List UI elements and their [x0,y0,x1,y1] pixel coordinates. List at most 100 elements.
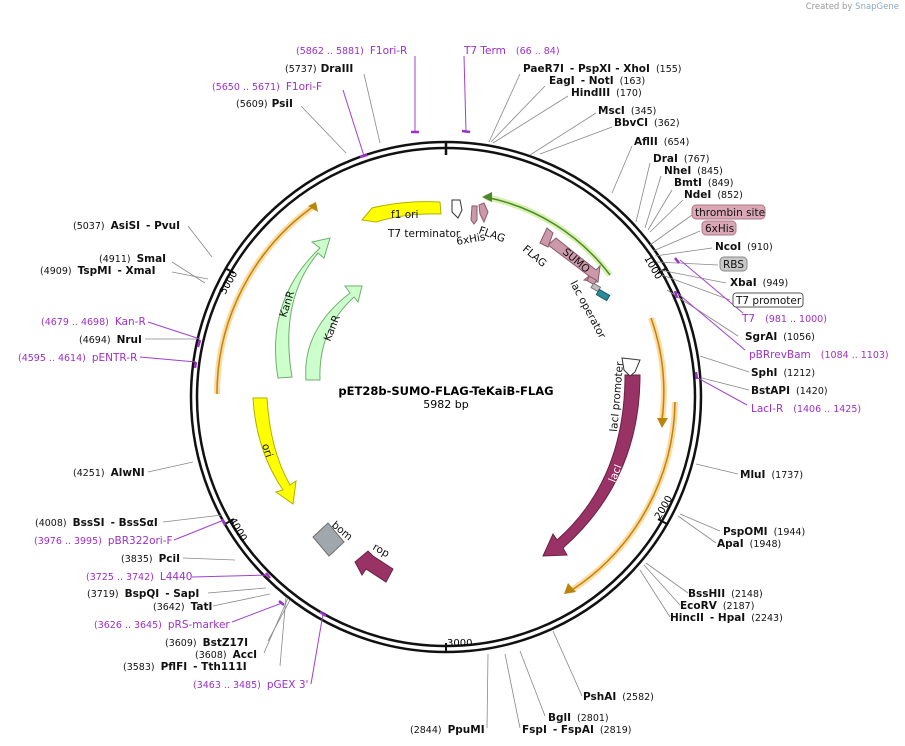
feature-his[interactable] [470,205,478,225]
primer-pgex-3[interactable]: (3463 .. 3485)pGEX 3' [193,679,308,691]
box-t7-promoter[interactable] [732,292,804,308]
feature-rop[interactable] [354,550,394,583]
kan-arc-left [216,205,315,395]
primer-f1ori-f[interactable]: (5650 .. 5671)F1ori-F [212,81,322,93]
enzyme-asisi[interactable]: (5037)AsiSI- PvuI [73,220,180,232]
feature-laci[interactable] [542,374,641,557]
enzyme-pcii[interactable]: (3835)PciI [121,553,180,565]
primer-l4440[interactable]: (3725 .. 3742)L4440 [86,571,192,583]
feature-kanr-inner[interactable] [305,285,363,381]
feature-label-his: 6xHis [455,231,486,248]
box-label-t7-promoter: T7 promoter [735,295,802,307]
enzyme-pspomi[interactable]: PspOMI(1944) [723,526,805,538]
primer-leaders [139,55,748,685]
enzyme-ecorv[interactable]: EcoRV(2187) [680,600,754,612]
enzyme-bmti[interactable]: BmtI(849) [674,177,733,189]
enzyme-bspqi[interactable]: (3719)BspQI- SapI [87,588,199,600]
primer-t7-term[interactable]: T7 Term(66 .. 84) [463,45,560,57]
primer-kan-r[interactable]: (4679 .. 4698)Kan-R [41,316,146,328]
arrowhead-rightlow [564,583,576,594]
primer-t7[interactable]: T7(981 .. 1000) [741,313,827,325]
enzyme-fspi[interactable]: FspI- FspAI(2819) [522,724,631,736]
primer-pbrrevbam[interactable]: pBRrevBam(1084 .. 1103) [749,349,889,361]
enzyme-nrui[interactable]: (4694)NruI [79,334,142,346]
arrowhead-top [482,192,492,202]
enzyme-bstz17i[interactable]: (3609)BstZ17I [165,637,248,649]
arrowhead-left [308,202,318,212]
enzyme-ndei[interactable]: NdeI(852) [684,189,743,201]
laci-arc-right [650,317,665,421]
enzyme-msci[interactable]: MscI(345) [598,105,656,117]
enzyme-acci[interactable]: (3608)AccI [195,649,257,661]
enzyme-xbai[interactable]: XbaI(949) [730,277,788,289]
enzyme-bsshii[interactable]: BssHII(2148) [688,588,763,600]
enzyme-tspmi[interactable]: (4909)TspMI- XmaI [40,265,156,277]
enzyme-ppumi[interactable]: (2844)PpuMI [410,724,485,736]
enzyme-ncoi[interactable]: NcoI(910) [715,241,773,253]
tick-label-5000: 5000 [218,269,240,297]
tick-2000-mark [657,518,668,525]
tick-5000-mark [224,267,235,274]
sumo-arc-top [484,196,611,276]
enzyme-hindiii[interactable]: HindIII(170) [571,87,642,99]
primer-laci-r[interactable]: LacI-R(1406 .. 1425) [751,403,861,415]
box-thrombin-site[interactable] [691,204,766,220]
enzyme-apai[interactable]: ApaI(1948) [717,538,781,550]
box-label-6xhis: 6xHis [705,223,734,235]
enzyme-psii[interactable]: (5609)PsiI [236,98,293,110]
enzyme-draiii[interactable]: (5737)DraIII [285,63,353,75]
box-rbs[interactable] [719,256,748,272]
enzyme-leaders [145,73,750,729]
enzyme-eagi[interactable]: EagI- NotI(163) [549,75,645,87]
primer-prs-marker[interactable]: (3626 .. 3645)pRS-marker [94,619,230,631]
feature-flag-b[interactable] [478,202,489,224]
feature-lac-operator[interactable] [595,288,611,302]
feature-laci-promoter[interactable] [621,357,641,377]
primer-pbr322ori-f[interactable]: (3976 .. 3995)pBR322ori-F [34,535,173,547]
enzyme-sgrai[interactable]: SgrAI(1056) [745,331,815,343]
enzyme-bbvci[interactable]: BbvCI(362) [614,117,680,129]
enzyme-pflfi[interactable]: (3583)PflFI- Tth111I [123,661,247,673]
enzyme-drai[interactable]: DraI(767) [653,153,709,165]
box-6xhis[interactable] [701,220,737,236]
primer-f1ori-r[interactable]: (5862 .. 5881)F1ori-R [296,45,407,57]
enzyme-sphi[interactable]: SphI(1212) [751,367,815,379]
feature-label-flag-a: FLAG [520,243,549,270]
enzyme-bsssi[interactable]: (4008)BssSI- BssSαI [35,517,158,529]
primer-marks [193,129,699,618]
primer-pentr-r[interactable]: (4595 .. 4614)pENTR-R [18,352,137,364]
enzyme-smai[interactable]: (4911)SmaI [99,253,166,265]
tick-label-3000: 3000 [447,638,472,649]
enzyme-bstapi[interactable]: BstAPI(1420) [751,385,828,397]
feature-small-box-1 [586,275,598,286]
plasmid-size: 5982 bp [423,398,468,411]
enzyme-tati[interactable]: (3642)TatI [153,601,212,613]
enzyme-hincii[interactable]: HincII- HpaI(2243) [670,612,783,624]
laci-arc-rightlow [571,401,676,591]
tick-4000-mark [224,518,235,525]
enzyme-mlui[interactable]: MluI(1737) [740,469,803,481]
feature-label-kanr-outer: KanR [277,289,297,318]
feature-bom[interactable] [312,522,345,557]
arrowhead-right [657,418,668,428]
enzyme-alwni[interactable]: (4251)AlwNI [73,467,145,479]
enzyme-nhei[interactable]: NheI(845) [664,165,723,177]
feature-sumo[interactable] [547,237,601,283]
enzyme-pshai[interactable]: PshAI(2582) [583,691,654,703]
feature-ori[interactable] [252,397,297,505]
feature-flag-a[interactable] [539,227,554,248]
feature-t7-terminator[interactable] [451,199,463,219]
highlight-arc-left [213,203,316,395]
feature-label-lac-operator: lac operator [567,279,608,341]
feature-f1ori[interactable] [361,201,442,223]
brand-text: SnapGene [855,2,899,12]
feature-label-ori: ori [259,442,275,459]
box-label-rbs: RBS [723,259,744,271]
enzyme-bgli[interactable]: BglI(2801) [548,712,609,724]
highlight-arc-right [648,316,667,421]
plasmid-name: pET28b-SUMO-FLAG-TeKaiB-FLAG [338,384,553,398]
enzyme-aflii[interactable]: AflII(654) [634,136,689,148]
feature-kanr-outer[interactable] [275,237,331,379]
feature-label-t7-terminator: T7 terminator [387,228,461,240]
enzyme-paer7i[interactable]: PaeR7I- PspXI- XhoI(155) [523,63,681,75]
